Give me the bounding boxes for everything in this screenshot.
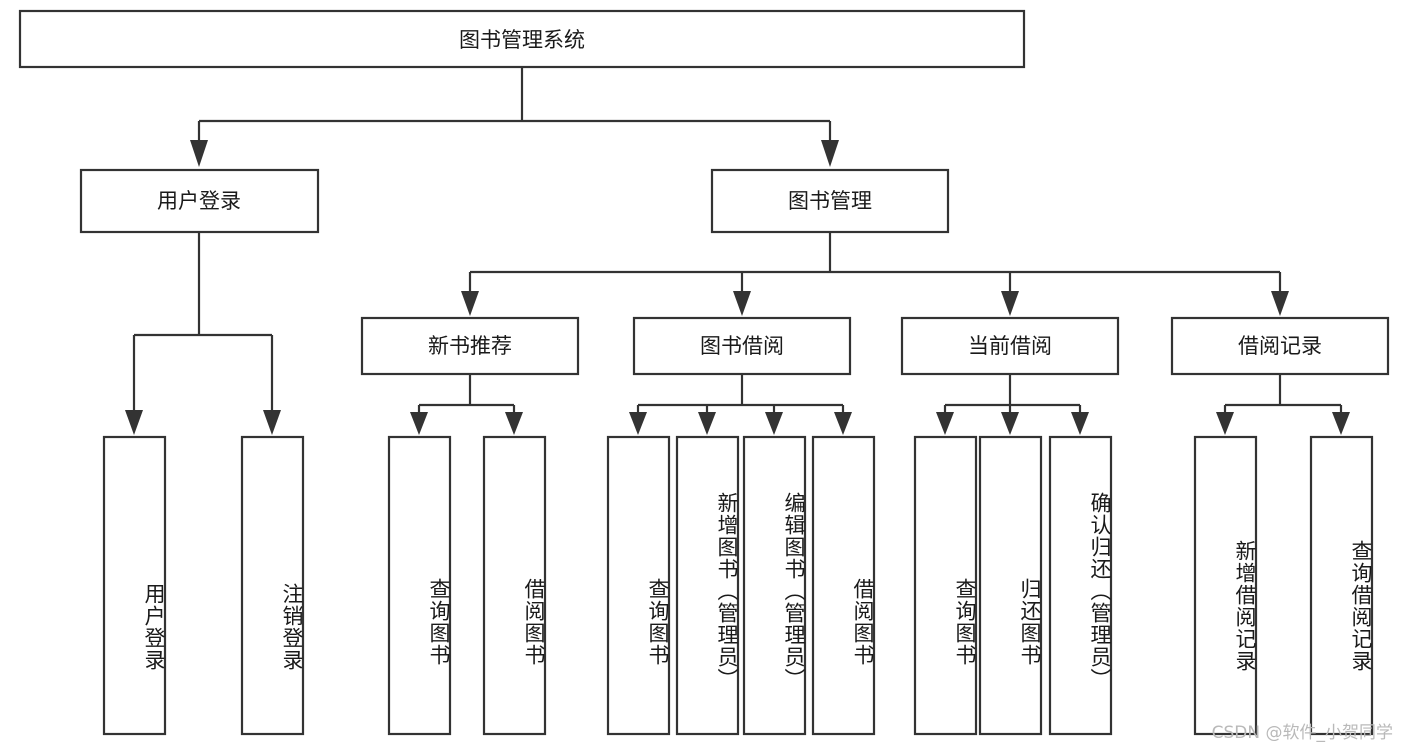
arrow-head-leaf-borrow-book-1 (505, 412, 523, 435)
node-leaf-user-login-box[interactable] (102, 435, 167, 736)
node-new-book-recommend[interactable]: 新书推荐 (360, 316, 580, 376)
node-root[interactable]: 图书管理系统 (18, 9, 1026, 69)
arrow-head-leaf-borrow-book-2 (834, 412, 852, 435)
arrow-head-leaf-add-book (698, 412, 716, 435)
arrow-head-leaf-logout (263, 410, 281, 435)
arrow-head-new-book-recommend (461, 291, 479, 316)
arrow-head-leaf-user-login (125, 410, 143, 435)
node-book-borrow[interactable]: 图书借阅 (632, 316, 852, 376)
node-new-book-recommend-box[interactable] (360, 316, 580, 376)
node-current-borrow[interactable]: 当前借阅 (900, 316, 1120, 376)
connector-group-book-management (461, 232, 1289, 316)
node-leaf-borrow-book-2-box[interactable] (811, 435, 876, 736)
node-root-box[interactable] (18, 9, 1026, 69)
arrow-head-leaf-return-book (1001, 412, 1019, 435)
node-book-borrow-label: 图书借阅 (700, 334, 784, 358)
arrow-head-leaf-query-book-3 (936, 412, 954, 435)
connector-group-borrow-record (1216, 374, 1350, 435)
node-root-label: 图书管理系统 (459, 28, 585, 52)
arrow-head-borrow-record (1271, 291, 1289, 316)
arrow-head-leaf-query-record (1332, 412, 1350, 435)
connector-group-user-login (125, 232, 281, 435)
node-leaf-query-record-box[interactable] (1309, 435, 1374, 736)
arrow-head-leaf-edit-book (765, 412, 783, 435)
node-leaf-add-book-box[interactable] (675, 435, 740, 736)
node-book-management[interactable]: 图书管理 (710, 168, 950, 234)
node-user-login-label: 用户登录 (157, 189, 241, 213)
node-book-borrow-box[interactable] (632, 316, 852, 376)
connector-group-current-borrow (936, 374, 1089, 435)
arrow-head-leaf-confirm-return (1071, 412, 1089, 435)
node-book-management-box[interactable] (710, 168, 950, 234)
connector-group-new-book-recommend (410, 374, 523, 435)
node-leaf-add-record-box[interactable] (1193, 435, 1258, 736)
node-current-borrow-box[interactable] (900, 316, 1120, 376)
node-leaf-confirm-return-box[interactable] (1048, 435, 1113, 736)
arrow-head-book-borrow (733, 291, 751, 316)
node-leaf-borrow-book-1-box[interactable] (482, 435, 547, 736)
node-new-book-recommend-label: 新书推荐 (428, 334, 512, 358)
node-borrow-record[interactable]: 借阅记录 (1170, 316, 1390, 376)
arrow-head-leaf-add-record (1216, 412, 1234, 435)
node-leaf-return-book-box[interactable] (978, 435, 1043, 736)
arrow-head-book-management (821, 140, 839, 167)
arrow-head-current-borrow (1001, 291, 1019, 316)
node-leaf-logout-box[interactable] (240, 435, 305, 736)
node-leaf-query-book-2-box[interactable] (606, 435, 671, 736)
node-leaf-edit-book-box[interactable] (742, 435, 807, 736)
connector-group-root (190, 67, 839, 167)
csdn-watermark: CSDN @软件_小贺同学 (1211, 723, 1393, 743)
node-leaf-query-book-1-box[interactable] (387, 435, 452, 736)
node-borrow-record-box[interactable] (1170, 316, 1390, 376)
node-user-login[interactable]: 用户登录 (79, 168, 320, 234)
arrow-head-leaf-query-book-2 (629, 412, 647, 435)
node-current-borrow-label: 当前借阅 (968, 334, 1052, 358)
connector-group-book-borrow (629, 374, 852, 435)
arrow-head-leaf-query-book-1 (410, 412, 428, 435)
node-leaf-query-book-3-box[interactable] (913, 435, 978, 736)
node-book-management-label: 图书管理 (788, 189, 872, 213)
node-user-login-box[interactable] (79, 168, 320, 234)
arrow-head-user-login (190, 140, 208, 167)
node-borrow-record-label: 借阅记录 (1238, 334, 1322, 358)
